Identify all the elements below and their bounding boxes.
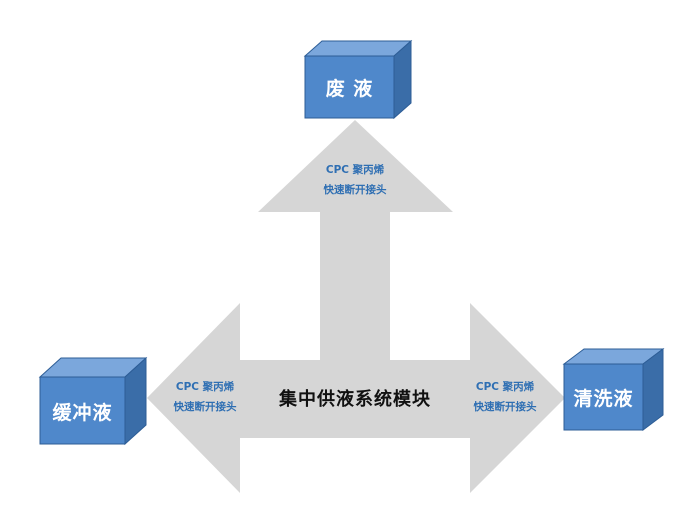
left-connector-label: CPC 聚丙烯 快速断开接头 (150, 377, 260, 417)
left-connector-line2: 快速断开接头 (173, 401, 237, 413)
waste-liquid-box (303, 39, 413, 120)
right-connector-line1: CPC 聚丙烯 (475, 381, 535, 393)
top-connector-label: CPC 聚丙烯 快速断开接头 (300, 160, 410, 200)
cleaning-liquid-label: 清洗液 (573, 388, 634, 410)
top-connector-line2: 快速断开接头 (323, 184, 387, 196)
buffer-liquid-label: 缓冲液 (52, 402, 113, 424)
three-way-arrow (147, 120, 565, 493)
center-title: 集中供液系统模块 (279, 389, 431, 410)
right-connector-label: CPC 聚丙烯 快速断开接头 (450, 377, 560, 417)
right-connector-line2: 快速断开接头 (473, 401, 537, 413)
cleaning-liquid-box (562, 348, 665, 431)
waste-liquid-label: 废 液 (325, 78, 374, 100)
left-connector-line1: CPC 聚丙烯 (175, 381, 235, 393)
buffer-liquid-box (38, 356, 148, 446)
top-connector-line1: CPC 聚丙烯 (325, 164, 385, 176)
